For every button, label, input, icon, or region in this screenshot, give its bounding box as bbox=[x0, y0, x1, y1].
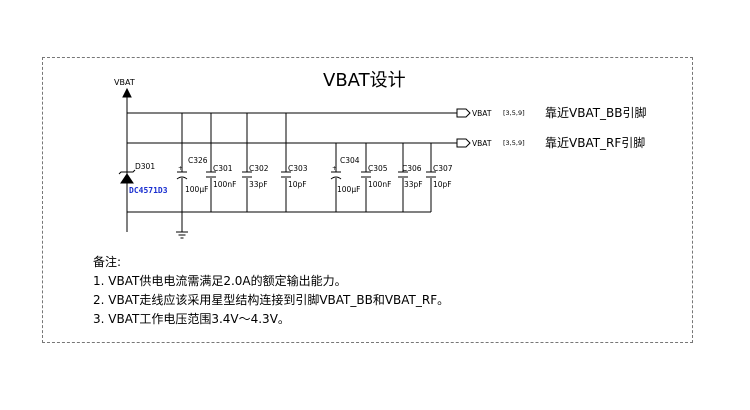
diagram-frame bbox=[42, 57, 693, 343]
cap-c302 bbox=[242, 171, 252, 178]
cap-value-c301: 100nF bbox=[213, 180, 236, 189]
net-note-2: 靠近VBAT_RF引脚 bbox=[545, 135, 645, 150]
cap-group-1-wiring bbox=[127, 113, 287, 232]
note-item-3: 3. VBAT工作电压范围3.4V～4.3V。 bbox=[93, 312, 290, 326]
cap-value-c304: 100μF bbox=[337, 185, 360, 194]
cap-value-c306: 33pF bbox=[404, 180, 423, 189]
cap-value-c307: 10pF bbox=[433, 180, 452, 189]
cap-c304: + bbox=[330, 165, 342, 180]
power-symbol: VBAT bbox=[114, 78, 135, 232]
diode-d301: D301 DC4571D3 bbox=[118, 162, 168, 195]
cap-ref-c302: C302 bbox=[249, 164, 269, 173]
net-pins-2: [3,5,9] bbox=[503, 139, 525, 147]
cap-c307 bbox=[426, 171, 436, 178]
cap-value-c326: 100μF bbox=[185, 185, 208, 194]
cap-c301 bbox=[206, 171, 216, 178]
cap-ref-c305: C305 bbox=[368, 164, 388, 173]
cap-ref-c304: C304 bbox=[340, 156, 360, 165]
diode-part: DC4571D3 bbox=[129, 186, 168, 195]
note-item-2: 2. VBAT走线应该采用星型结构连接到引脚VBAT_BB和VBAT_RF。 bbox=[93, 293, 450, 307]
net-rail-bb: VBAT [3,5,9] 靠近VBAT_BB引脚 bbox=[127, 105, 647, 120]
cap-ref-c307: C307 bbox=[433, 164, 453, 173]
cap-ref-c306: C306 bbox=[402, 164, 422, 173]
svg-text:+: + bbox=[332, 165, 337, 172]
net-label-2: VBAT bbox=[472, 139, 492, 148]
cap-c305 bbox=[361, 171, 371, 178]
note-item-1: 1. VBAT供电电流需满足2.0A的额定输出能力。 bbox=[93, 274, 347, 288]
notes-heading: 备注: bbox=[93, 255, 122, 269]
diagram-title: VBAT设计 bbox=[323, 70, 406, 91]
cap-c303 bbox=[281, 171, 291, 178]
net-label-1: VBAT bbox=[472, 109, 492, 118]
cap-value-c302: 33pF bbox=[249, 180, 268, 189]
diode-ref: D301 bbox=[135, 162, 155, 171]
cap-ref-c326: C326 bbox=[188, 156, 208, 165]
cap-value-c303: 10pF bbox=[288, 180, 307, 189]
notes-block: 备注: 1. VBAT供电电流需满足2.0A的额定输出能力。 2. VBAT走线… bbox=[93, 253, 449, 329]
cap-value-c305: 100nF bbox=[368, 180, 391, 189]
power-symbol-label: VBAT bbox=[114, 78, 135, 87]
ground-symbol bbox=[176, 231, 188, 239]
cap-c306 bbox=[398, 171, 408, 178]
svg-text:+: + bbox=[178, 165, 183, 172]
cap-c326: + bbox=[176, 165, 188, 180]
cap-group-2-wiring bbox=[286, 143, 432, 213]
cap-ref-c301: C301 bbox=[213, 164, 233, 173]
net-rail-rf: VBAT [3,5,9] 靠近VBAT_RF引脚 bbox=[127, 135, 645, 150]
net-note-1: 靠近VBAT_BB引脚 bbox=[545, 105, 647, 120]
cap-ref-c303: C303 bbox=[288, 164, 308, 173]
net-pins-1: [3,5,9] bbox=[503, 109, 525, 117]
